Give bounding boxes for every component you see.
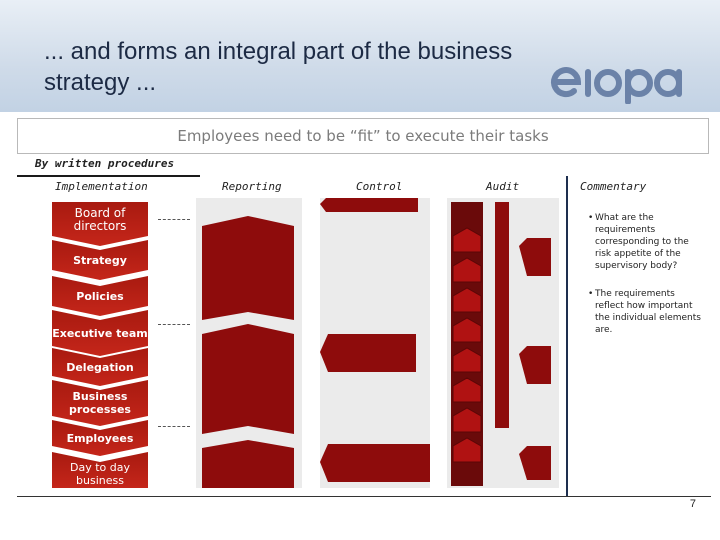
commentary-text: The requirements reflect how important t… — [595, 289, 701, 335]
eiopa-logo — [551, 67, 682, 104]
connector-dashed-line — [158, 324, 190, 325]
slide-title: ... and forms an integral part of the bu… — [44, 38, 513, 96]
reporting-arrows — [202, 216, 294, 488]
audit-arrow-upper — [519, 238, 551, 276]
chain-step-board-of-directors: Board of directors — [52, 202, 148, 246]
audit-arrow-lower — [519, 446, 551, 480]
commentary-text: What are the requirements corresponding … — [595, 213, 689, 271]
connector-dashed-line — [158, 426, 190, 427]
reporting-arrow-operations — [202, 440, 294, 488]
bullet-icon: • — [588, 289, 594, 299]
bullet-icon: • — [588, 213, 594, 223]
chain-step-business-processes: Business processes — [52, 380, 148, 426]
audit-arrow-middle — [519, 346, 551, 384]
column-header-control: Control — [356, 180, 403, 193]
column-header-reporting: Reporting — [222, 180, 282, 193]
chain-step-strategy: Strategy — [52, 240, 148, 280]
control-arrow-middle — [320, 334, 416, 372]
chain-step-day-to-day-business: Day to day business — [52, 452, 148, 488]
subtitle-written-procedures: By written procedures — [35, 157, 175, 170]
column-header-commentary: Commentary — [580, 180, 647, 193]
slide-header: ... and forms an integral part of the bu… — [0, 0, 720, 112]
connector-dashed-line — [158, 219, 190, 220]
footer-rule — [17, 496, 711, 497]
control-arrow-upper — [320, 198, 418, 212]
commentary-divider — [566, 176, 568, 497]
commentary-item-requirements-risk-appetite: • What are the requirements correspondin… — [588, 212, 706, 272]
commentary-item-requirements-importance: • The requirements reflect how important… — [588, 288, 706, 336]
audit-diagram — [451, 202, 551, 486]
page-number: 7 — [689, 498, 696, 510]
subtitle-underline — [17, 175, 200, 177]
chain-step-policies: Policies — [52, 276, 148, 316]
banner-employees-fit: Employees need to be “fit” to execute th… — [17, 118, 709, 154]
reporting-arrow-executive — [202, 324, 294, 434]
chain-step-executive-team: Executive team — [52, 310, 148, 356]
control-arrow-lower — [320, 444, 430, 482]
column-header-implementation: Implementation — [55, 180, 148, 193]
control-arrows — [320, 198, 430, 482]
audit-vertical-bar — [495, 202, 509, 428]
reporting-arrow-board — [202, 216, 294, 320]
column-header-audit: Audit — [486, 180, 520, 193]
